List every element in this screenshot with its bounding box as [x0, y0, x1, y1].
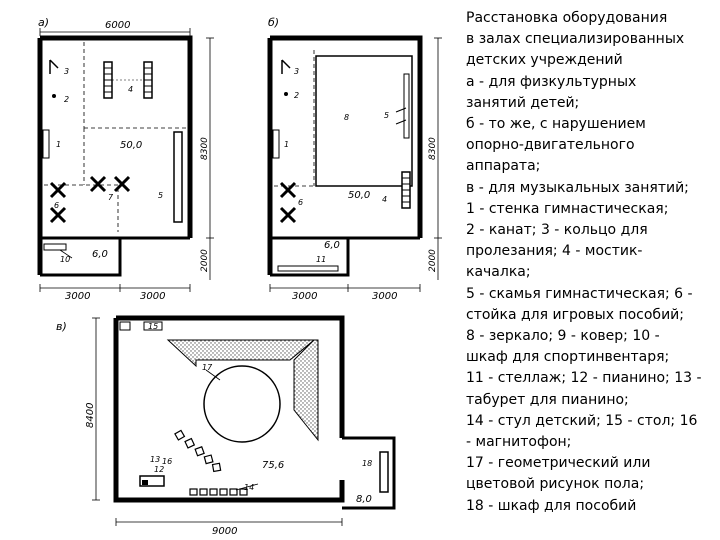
plan-a-label: а): [38, 16, 49, 29]
plan-a-dim-bottom-right: 3000: [140, 291, 165, 302]
plan-b-mark-3: 3: [294, 67, 299, 76]
plan-b-mark-2: 2: [294, 91, 299, 100]
plan-a-dim-bottom-left: 3000: [65, 291, 90, 302]
plan-b-label: б): [268, 16, 279, 29]
plan-c-mark-14: 14: [244, 483, 254, 492]
plan-c: в): [56, 315, 396, 537]
caption-line: качалка;: [466, 264, 531, 281]
caption-line: 11 - стеллаж; 12 - пианино; 13 -: [466, 370, 702, 387]
plan-b-mark-5: 5: [384, 111, 389, 120]
plan-c-dim-bottom: 9000: [212, 526, 237, 537]
caption-line: б - то же, с нарушением: [466, 116, 646, 133]
plan-a-mark-10: 10: [60, 255, 70, 264]
plan-b-dim-right-low: 2000: [428, 249, 438, 272]
plan-b-mark-1: 1: [284, 140, 289, 149]
plan-c-mark-17: 17: [202, 363, 213, 372]
floor-plans-drawing: а) 6000 50,0 6,0 1 2: [37, 16, 442, 537]
plan-a-mark-1: 1: [56, 140, 61, 149]
caption-line: Расстановка оборудования: [466, 10, 668, 26]
plan-b-mark-6: 6: [298, 198, 303, 207]
plan-c-mark-16: 16: [162, 457, 172, 466]
plan-c-mark-12: 12: [154, 465, 164, 474]
plan-b-mark-11: 11: [316, 255, 326, 264]
plan-c-area-small: 8,0: [356, 494, 372, 505]
caption-line: шкаф для спортинвентаря;: [466, 349, 670, 366]
caption-line: аппарата;: [466, 158, 541, 175]
plan-a-area-small: 6,0: [92, 249, 108, 260]
caption-line: 1 - стенка гимнастическая;: [466, 200, 669, 217]
plan-a-mark-2: 2: [64, 95, 69, 104]
caption-line: табурет для пианино;: [466, 391, 629, 408]
caption-line: 14 - стул детский; 15 - стол; 16: [466, 412, 698, 429]
caption-line: 5 - скамья гимнастическая; 6 -: [466, 285, 693, 302]
plan-a: а) 6000 50,0 6,0 1 2: [37, 16, 214, 302]
plan-c-area-main: 75,6: [262, 460, 284, 471]
caption-line: занятий детей;: [466, 94, 580, 111]
caption-line: - магнитофон;: [466, 434, 572, 451]
figure-caption: Расстановка оборудования в залах специал…: [466, 8, 716, 517]
caption-line: опорно-двигательного: [466, 137, 635, 154]
plan-c-mark-18: 18: [362, 459, 372, 468]
plan-b-mark-8: 8: [344, 113, 349, 122]
plan-b-dim-bottom-left: 3000: [292, 291, 317, 302]
plan-b-dim-bottom-right: 3000: [372, 291, 397, 302]
plan-b: б) 50,0 6,0 1 2 3 4 5 6 8 11: [267, 16, 442, 302]
plan-b-dim-right: 8300: [428, 137, 438, 160]
plan-b-area-small: 6,0: [324, 240, 340, 251]
plan-c-dim-left: 8400: [85, 403, 96, 428]
caption-line: а - для физкультурных: [466, 73, 637, 90]
plan-a-mark-5: 5: [158, 191, 163, 200]
plan-b-mark-4: 4: [382, 195, 387, 204]
caption-line: цветовой рисунок пола;: [466, 476, 645, 493]
plan-a-dim-right-low: 2000: [200, 249, 210, 272]
plan-a-mark-4: 4: [128, 85, 133, 94]
caption-line: 18 - шкаф для пособий: [466, 497, 637, 514]
plan-c-label: в): [56, 320, 67, 333]
plan-a-dim-right: 8300: [200, 137, 210, 160]
caption-line: 17 - геометрический или: [466, 455, 651, 472]
plan-a-mark-7: 7: [108, 193, 114, 202]
plan-a-area-main: 50,0: [120, 140, 142, 151]
caption-line: в залах специализированных: [466, 31, 685, 48]
caption-line: детских учреждений: [466, 52, 623, 69]
plan-c-mark-13: 13: [150, 455, 160, 464]
plan-b-area-main: 50,0: [348, 190, 370, 201]
plan-a-dim-top: 6000: [105, 20, 130, 31]
plan-a-mark-3: 3: [64, 67, 69, 76]
plan-c-mark-15: 15: [148, 322, 158, 331]
caption-line: в - для музыкальных занятий;: [466, 179, 689, 196]
caption-line: пролезания; 4 - мостик-: [466, 243, 643, 260]
caption-line: 2 - канат; 3 - кольцо для: [466, 222, 648, 239]
caption-line: стойка для игровых пособий;: [466, 306, 684, 323]
plan-a-mark-6: 6: [54, 201, 59, 210]
caption-line: 8 - зеркало; 9 - ковер; 10 -: [466, 328, 660, 345]
